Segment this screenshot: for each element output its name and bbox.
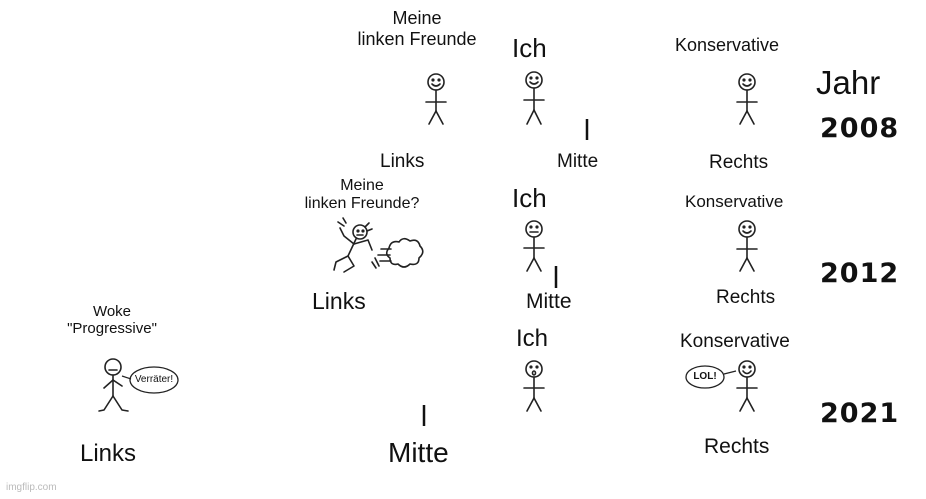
ich-label-2012: Ich <box>512 183 547 213</box>
stick-figure-ich-2008 <box>523 71 545 125</box>
stick-figure-ich-2021 <box>523 360 545 412</box>
links-label-2021: Links <box>80 440 137 467</box>
stick-figure-friends-2008 <box>425 73 447 125</box>
friends-label-2008: Meine linken Freunde <box>357 8 477 49</box>
stick-figure-konservative-2008 <box>736 73 758 125</box>
speech-text-woke: Verräter! <box>134 374 174 385</box>
year-2021-label: 2021 <box>820 398 900 429</box>
stick-figure-konservative-2021 <box>736 360 758 412</box>
ich-label-2008: Ich <box>512 33 547 63</box>
mitte-label-2021: Mitte <box>388 437 449 468</box>
rechts-label-2021: Rechts <box>704 435 770 458</box>
friends-label-2012: Meine linken Freunde? <box>304 177 420 213</box>
woke-label-2021: Woke "Progressive" <box>67 303 157 338</box>
konservative-label-2021: Konservative <box>680 331 790 352</box>
row-2012 <box>320 217 768 288</box>
konservative-label-2012: Konservative <box>685 192 784 211</box>
konservative-label-2008: Konservative <box>675 35 780 55</box>
year-2012-label: 2012 <box>820 258 900 289</box>
stick-figure-konservative-2012 <box>736 220 758 272</box>
stick-figure-woke-2021 <box>98 358 129 412</box>
row-2008 <box>400 71 768 140</box>
speech-bubble-woke <box>129 366 179 394</box>
speech-text-konservative: LOL! <box>693 371 717 382</box>
mitte-label-2012: Mitte <box>526 290 572 313</box>
jahr-label: Jahr <box>816 64 881 101</box>
row-2021 <box>83 358 768 426</box>
links-label-2012: Links <box>312 288 366 314</box>
rechts-label-2008: Rechts <box>709 152 769 173</box>
dust-cloud-2012 <box>377 237 424 268</box>
rechts-label-2012: Rechts <box>716 287 776 308</box>
mitte-label-2008: Mitte <box>557 151 599 172</box>
running-figure-2012 <box>333 217 380 273</box>
speech-bubble-pointer-woke <box>121 375 132 380</box>
links-label-2008: Links <box>380 151 425 172</box>
watermark: imgflip.com <box>6 482 57 493</box>
stick-figure-ich-2012 <box>523 220 545 272</box>
year-2008-label: 2008 <box>820 113 900 144</box>
ich-label-2021: Ich <box>516 325 549 352</box>
speech-bubble-konservative <box>685 365 725 389</box>
speech-bubble-pointer-konservative <box>723 370 737 375</box>
